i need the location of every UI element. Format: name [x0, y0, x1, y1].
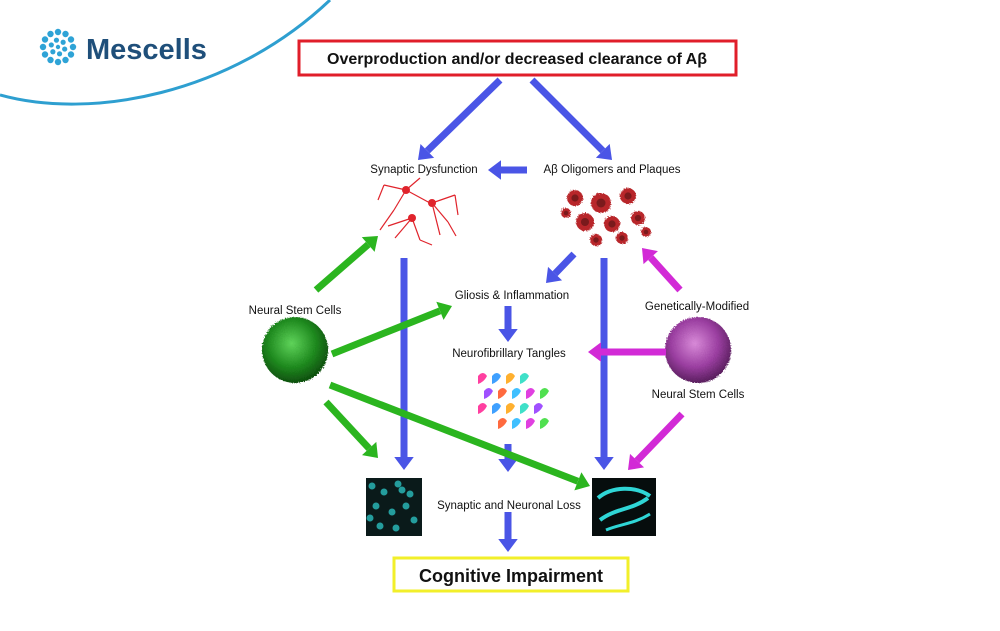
brand-swoosh	[0, 0, 332, 106]
label-gm-line1: Genetically-Modified	[645, 301, 749, 313]
gm-neural-stem-cell-sphere-icon	[665, 317, 731, 383]
brain-tissue-icon	[366, 478, 422, 536]
label-gm-line2: Neural Stem Cells	[652, 389, 745, 401]
hippocampus-icon	[592, 478, 656, 536]
label-neural-stem-cells: Neural Stem Cells	[249, 305, 342, 317]
brand-name: Mescells	[86, 34, 207, 66]
label-gliosis: Gliosis & Inflammation	[455, 290, 569, 302]
label-oligomers-plaques: Aβ Oligomers and Plaques	[543, 164, 680, 176]
label-synaptic-dysfunction: Synaptic Dysfunction	[370, 164, 477, 176]
amyloid-plaques-icon	[561, 188, 651, 246]
bottom-box-label: Cognitive Impairment	[419, 566, 603, 586]
label-tangles: Neurofibrillary Tangles	[452, 348, 566, 360]
tangles-icon	[478, 373, 549, 429]
neuron-icon	[377, 177, 459, 246]
brand-logo[interactable]: Mescells	[39, 28, 207, 66]
top-box: Overproduction and/or decreased clearanc…	[297, 39, 738, 77]
label-neuronal-loss: Synaptic and Neuronal Loss	[437, 500, 581, 512]
neural-stem-cell-sphere-icon	[262, 317, 328, 383]
top-box-label: Overproduction and/or decreased clearanc…	[327, 51, 707, 68]
bottom-box: Cognitive Impairment	[392, 556, 630, 593]
arrows-layer	[313, 77, 685, 552]
cell-cluster-icon	[39, 28, 77, 66]
